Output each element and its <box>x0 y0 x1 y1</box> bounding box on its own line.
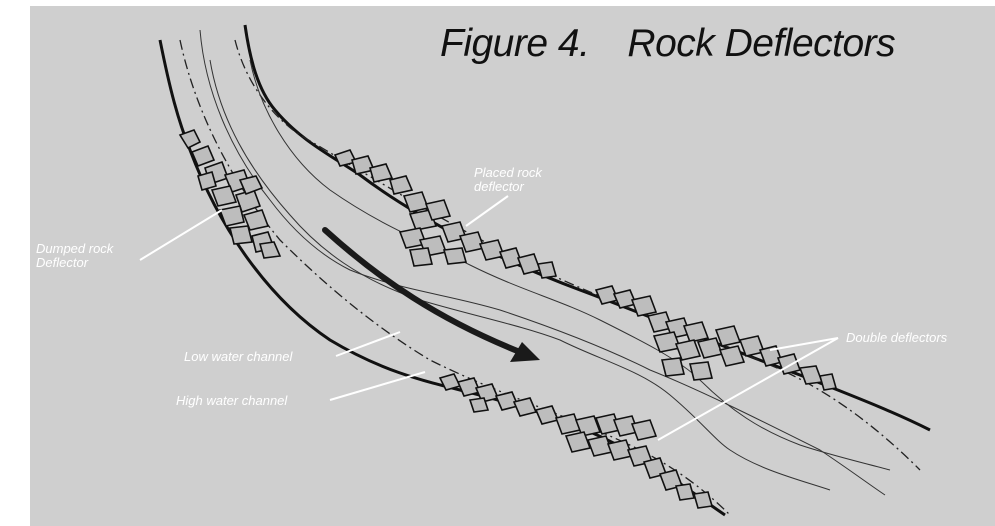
figure-name: Rock Deflectors <box>627 22 895 65</box>
leader-placed-rock <box>466 196 508 226</box>
double-deflector-lower-rocks <box>440 374 712 508</box>
label-double-deflectors: Double deflectors <box>846 331 947 345</box>
figure-number: Figure 4. <box>440 22 589 65</box>
leader-high-water <box>330 372 425 400</box>
low-water-line-2 <box>210 60 830 490</box>
right-dashdot-line <box>235 40 920 470</box>
label-placed-rock-line2: deflector <box>474 180 542 194</box>
right-bank-line <box>245 25 930 430</box>
label-placed-rock-deflector: Placed rock deflector <box>474 166 542 194</box>
label-dumped-rock-deflector: Dumped rock Deflector <box>36 242 113 270</box>
low-water-line-1 <box>200 30 885 495</box>
figure-title: Figure 4. Rock Deflectors <box>440 22 980 66</box>
label-dumped-rock-line2: Deflector <box>36 256 113 270</box>
leader-dumped-rock <box>140 210 222 260</box>
label-placed-rock-line1: Placed rock <box>474 166 542 180</box>
label-high-water-channel: High water channel <box>176 394 287 408</box>
leader-low-water <box>336 332 400 356</box>
label-low-water-channel: Low water channel <box>184 350 292 364</box>
left-bank-line <box>160 40 725 515</box>
label-dumped-rock-line1: Dumped rock <box>36 242 113 256</box>
